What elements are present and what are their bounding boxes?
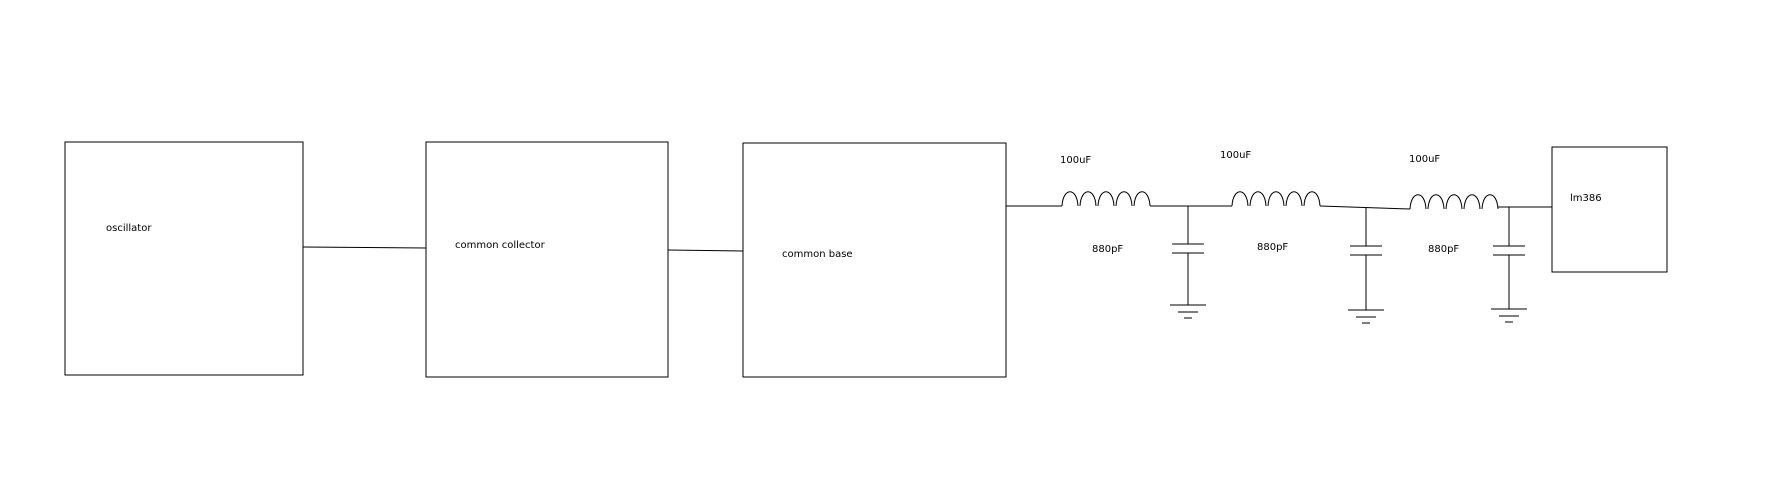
capacitor-3	[1493, 207, 1525, 309]
wire-inductor-2-to-node-2	[1319, 205, 1411, 210]
wire-oscillator-to-collector	[302, 246, 427, 249]
ground-3-icon	[1491, 308, 1527, 323]
common-base-label: common base	[782, 249, 853, 260]
amplifier-label: lm386	[1570, 193, 1602, 204]
oscillator-label: oscillator	[106, 223, 152, 234]
inductor-1	[1061, 191, 1151, 207]
capacitor-1-label: 880pF	[1092, 244, 1123, 255]
inductor-3-label: 100uF	[1409, 154, 1440, 165]
inductor-2-label: 100uF	[1220, 150, 1251, 161]
inductor-1-label: 100uF	[1060, 155, 1091, 166]
inductor-3	[1409, 194, 1499, 210]
wire-collector-to-base	[667, 249, 744, 252]
inductor-2	[1231, 191, 1321, 207]
capacitor-3-label: 880pF	[1428, 244, 1459, 255]
common-collector-block	[425, 141, 669, 378]
capacitor-1	[1172, 206, 1204, 305]
amplifier-block	[1551, 146, 1668, 273]
common-base-block	[742, 142, 1007, 378]
capacitor-2-label: 880pF	[1257, 242, 1288, 253]
common-collector-label: common collector	[455, 240, 546, 251]
ground-2-icon	[1348, 309, 1384, 324]
ground-1-icon	[1170, 304, 1206, 319]
capacitor-2	[1350, 208, 1382, 310]
oscillator-block	[64, 141, 304, 376]
